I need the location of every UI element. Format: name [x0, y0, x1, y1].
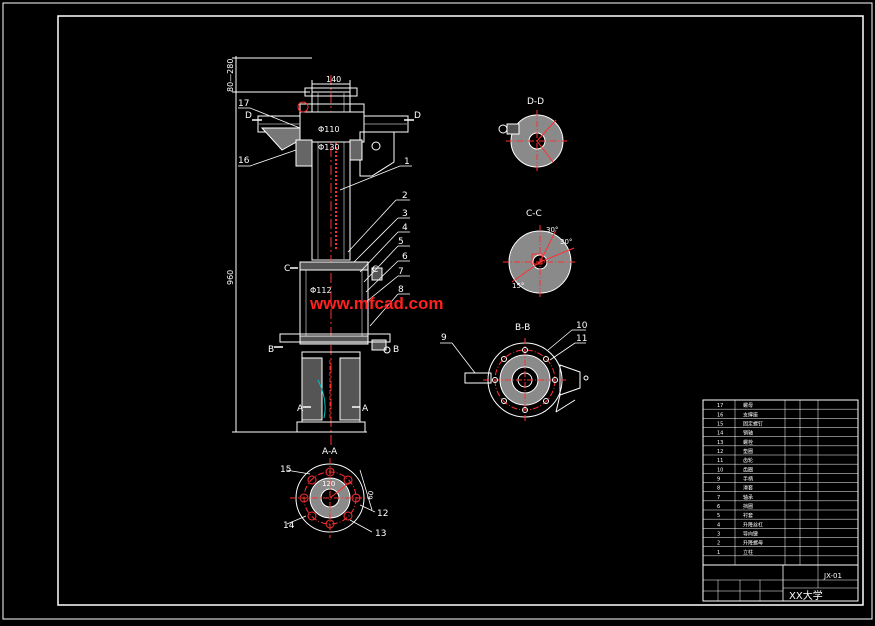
bom-row-number: 16: [717, 412, 723, 418]
part-number-3: 3: [402, 209, 408, 219]
bom-row-name: 立柱: [743, 549, 753, 556]
bom-row-number: 11: [717, 458, 723, 464]
view-bb: [451, 338, 589, 422]
dim-dia-110: Φ110: [318, 125, 340, 134]
bom-row-name: 升降螺母: [743, 540, 763, 547]
part-number-15: 15: [280, 465, 291, 475]
title-block: JX-01 XX大学: [702, 399, 859, 602]
view-dd: [498, 110, 568, 172]
view-cc: [503, 225, 577, 299]
section-mark-b-left: B: [268, 345, 274, 355]
section-mark-c-left: C: [284, 264, 290, 274]
watermark: www.mfcad.com: [309, 294, 444, 313]
view-label-bb: B-B: [515, 323, 530, 333]
bom-row-number: 15: [717, 422, 723, 428]
bom-row-number: 3: [717, 532, 720, 538]
cc-angle-3: 15°: [512, 282, 524, 290]
part-number-4: 4: [402, 223, 408, 233]
bom-row-number: 1: [717, 550, 720, 556]
bom-row-name: 固定螺钉: [743, 421, 763, 428]
section-mark-d-left: D: [245, 111, 252, 121]
section-mark-b-right: B: [393, 345, 399, 355]
part-number-12: 12: [377, 509, 388, 519]
part-number-9: 9: [441, 333, 447, 343]
part-number-8: 8: [398, 285, 404, 295]
part-number-14: 14: [283, 521, 295, 531]
part-number-11: 11: [576, 334, 587, 344]
bom-row-name: 螺母: [743, 402, 753, 409]
bom-row-name: 螺栓: [743, 439, 753, 446]
dim-dia-130: Φ130: [318, 143, 340, 152]
part-number-6: 6: [402, 252, 408, 262]
part-number-1: 1: [404, 157, 410, 167]
school-name: XX大学: [789, 589, 823, 602]
bom-row-number: 2: [717, 541, 720, 547]
bom-row-number: 6: [717, 504, 720, 510]
bom-row-name: 支撑座: [743, 411, 758, 418]
bom-row-number: 17: [717, 403, 723, 409]
bom-row-name: 轴承: [743, 494, 753, 501]
dim-aa: 120: [322, 480, 335, 488]
section-mark-a-left: A: [297, 404, 304, 414]
bom-row-number: 5: [717, 513, 720, 519]
part-number-2: 2: [402, 191, 408, 201]
bom-row-name: 衬套: [743, 512, 753, 519]
dim-aa-2: 60: [366, 490, 375, 500]
bom-row-name: 齿圈: [743, 467, 753, 473]
bom-row-number: 9: [717, 477, 720, 483]
bom-row-number: 14: [717, 431, 723, 437]
view-label-aa: A-A: [322, 447, 338, 457]
inner-border: [57, 15, 864, 606]
bom-row-name: 手柄: [743, 476, 753, 483]
part-number-17: 17: [238, 99, 249, 109]
bom-row-name: 导向键: [743, 531, 758, 538]
bom-row-name: 齿轮: [743, 457, 753, 464]
dim-width-top: 140: [326, 75, 341, 84]
dim-overall-height: 960: [226, 270, 235, 285]
dim-dia-112: Φ112: [310, 286, 332, 295]
bom-row-number: 4: [717, 522, 720, 528]
part-number-13: 13: [375, 529, 386, 539]
section-mark-d-right: D: [414, 111, 421, 121]
bom-row-name: 挡圈: [743, 503, 753, 510]
part-number-5: 5: [398, 237, 404, 247]
part-number-16: 16: [238, 156, 250, 166]
bom-row-number: 12: [717, 449, 723, 455]
bom-row-name: 销轴: [743, 430, 753, 437]
bom-row-number: 7: [717, 495, 720, 501]
view-aa: [290, 458, 373, 538]
bom-row-number: 8: [717, 486, 720, 492]
bom-row-name: 升降丝杠: [743, 521, 763, 528]
bom-row-number: 10: [717, 467, 723, 473]
main-elevation-view: [232, 56, 409, 445]
dim-height-range: 80—280: [226, 59, 235, 92]
bom-row-number: 13: [717, 440, 723, 446]
cc-angle-2: 30°: [560, 238, 572, 246]
section-mark-a-right: A: [362, 404, 369, 414]
bom-row-name: 滑套: [743, 485, 753, 492]
view-label-dd: D-D: [527, 97, 544, 107]
view-label-cc: C-C: [526, 209, 542, 219]
support-bracket: [359, 131, 395, 177]
bom-row-name: 垫圈: [743, 448, 753, 455]
part-number-7: 7: [398, 267, 404, 277]
drawing-number: JX-01: [823, 572, 842, 580]
cc-angle-1: 30°: [546, 226, 558, 234]
part-number-10: 10: [576, 321, 588, 331]
